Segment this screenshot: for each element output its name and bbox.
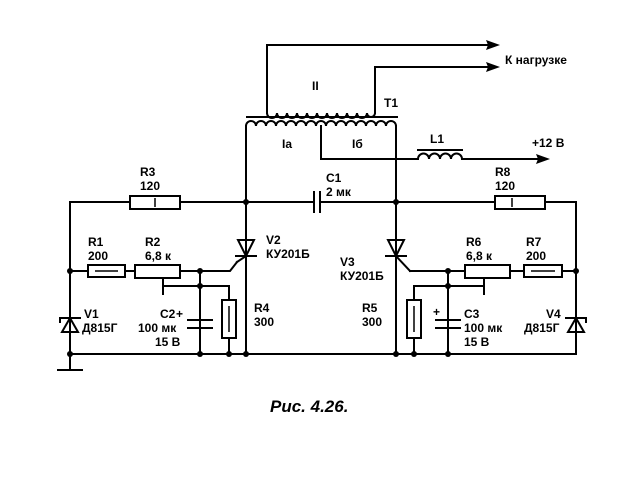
- winding-Ib-label: Iб: [352, 137, 363, 151]
- R3-ref: R3: [140, 165, 156, 179]
- V4-ref: V4: [546, 307, 561, 321]
- R2-value: 6,8 к: [145, 249, 172, 263]
- C2-polarity: +: [176, 307, 183, 321]
- junction-dots: [67, 199, 579, 357]
- R5-ref: R5: [362, 301, 378, 315]
- arrow-icon: [486, 40, 500, 50]
- R6-ref: R6: [466, 235, 482, 249]
- zener-V4: [565, 315, 587, 333]
- winding-Ia-label: Ia: [282, 137, 292, 151]
- C1-ref: C1: [326, 171, 342, 185]
- C3-value: 100 мк: [464, 321, 503, 335]
- V4-type: Д815Г: [524, 321, 560, 335]
- potentiometer-R6: [464, 264, 511, 279]
- supply-label: +12 В: [532, 136, 565, 150]
- V2-ref: V2: [266, 233, 281, 247]
- capacitor-C1: [313, 191, 321, 213]
- R7-value: 200: [526, 249, 546, 263]
- output-label: К нагрузке: [505, 53, 567, 67]
- zener-V1: [59, 315, 81, 333]
- C2-ref: C2: [160, 307, 176, 321]
- R7-ref: R7: [526, 235, 542, 249]
- R1-ref: R1: [88, 235, 104, 249]
- thyristor-V2: [235, 239, 257, 264]
- potentiometer-R2: [134, 264, 181, 279]
- R5-value: 300: [362, 315, 382, 329]
- output-wires: [266, 40, 500, 114]
- R1-value: 200: [88, 249, 108, 263]
- V1-ref: V1: [84, 307, 99, 321]
- R4-ref: R4: [254, 301, 270, 315]
- C2-voltage: 15 В: [155, 335, 181, 349]
- C3-ref: C3: [464, 307, 480, 321]
- R8-ref: R8: [495, 165, 511, 179]
- C1-value: 2 мк: [326, 185, 352, 199]
- transformer-primary-winding: [244, 120, 398, 128]
- choke-L1: [416, 152, 464, 161]
- V3-type: КУ201Б: [340, 269, 384, 283]
- R8-value: 120: [495, 179, 515, 193]
- R6-value: 6,8 к: [466, 249, 493, 263]
- C3-polarity: +: [433, 305, 440, 319]
- R2-ref: R2: [145, 235, 161, 249]
- V1-type: Д815Г: [82, 321, 118, 335]
- R4-value: 300: [254, 315, 274, 329]
- arrow-icon: [536, 154, 550, 164]
- resistor-R8: [494, 195, 546, 210]
- thyristor-V3: [385, 239, 412, 273]
- winding-II-label: II: [312, 79, 319, 93]
- C3-voltage: 15 В: [464, 335, 490, 349]
- transformer-ref-label: T1: [384, 96, 398, 110]
- V3-ref: V3: [340, 255, 355, 269]
- arrow-icon: [486, 62, 500, 72]
- R3-value: 120: [140, 179, 160, 193]
- choke-ref-label: L1: [430, 132, 444, 146]
- V2-type: КУ201Б: [266, 247, 310, 261]
- figure-caption: Рис. 4.26.: [270, 397, 348, 416]
- C2-value: 100 мк: [138, 321, 177, 335]
